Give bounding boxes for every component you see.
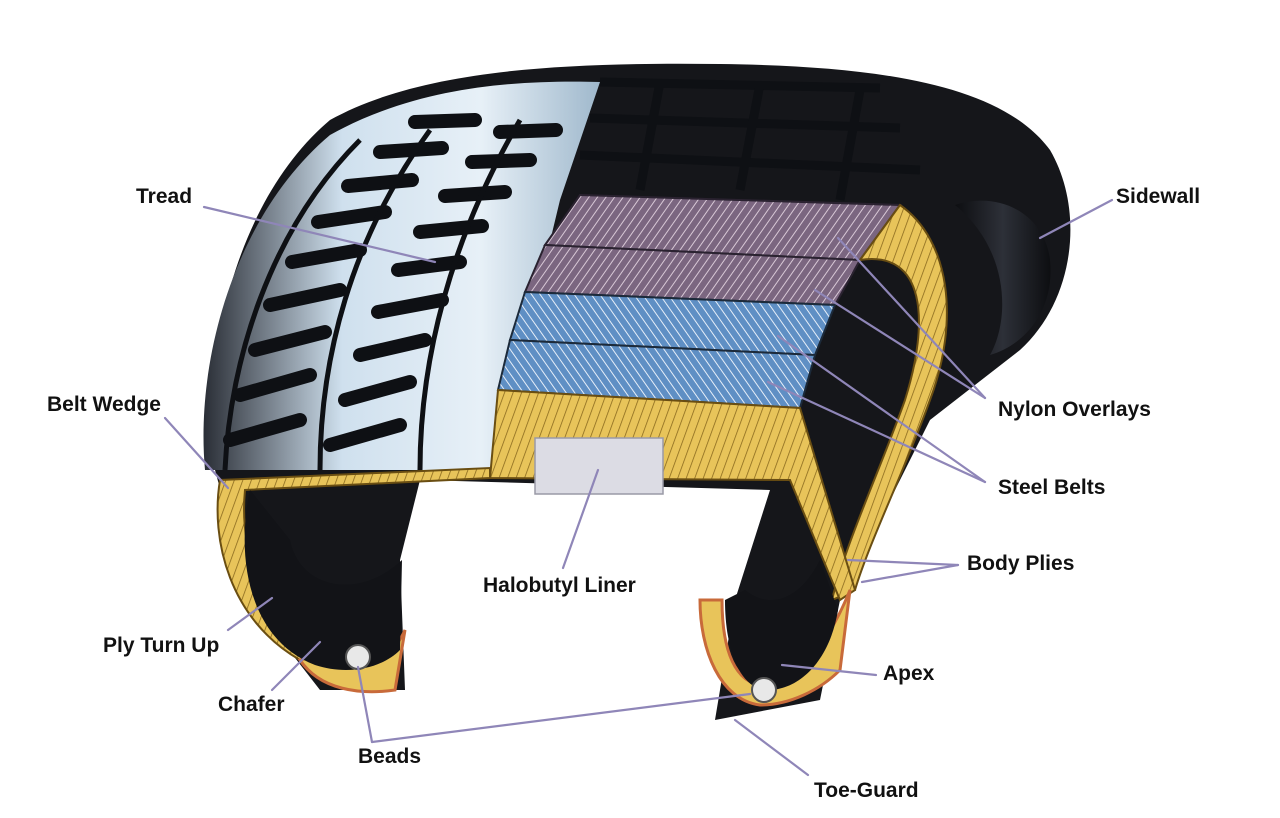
right-bead-wire <box>751 677 777 703</box>
label-steel-belts: Steel Belts <box>998 476 1106 499</box>
leader-body-plies-2 <box>860 563 960 584</box>
leader-tread <box>202 205 437 264</box>
label-nylon-overlays: Nylon Overlays <box>998 398 1151 421</box>
leader-sidewall <box>1038 198 1114 240</box>
inner-rubber <box>244 490 838 690</box>
label-sidewall: Sidewall <box>1116 185 1201 208</box>
label-apex: Apex <box>883 662 935 685</box>
tread-surface <box>203 77 921 471</box>
leader-steel-1 <box>776 334 987 484</box>
leader-chafer <box>270 640 322 692</box>
label-chafer: Chafer <box>218 693 285 716</box>
label-toe-guard: Toe-Guard <box>814 779 919 802</box>
label-beads: Beads <box>358 745 422 768</box>
leader-apex <box>780 663 878 677</box>
leader-belt-wedge <box>163 416 230 490</box>
leader-steel-2 <box>766 380 987 484</box>
label-tread: Tread <box>136 185 193 208</box>
leader-nylon-1 <box>836 236 987 400</box>
leader-lines <box>163 198 1114 777</box>
leader-nylon-2 <box>813 288 987 400</box>
leader-beads-left <box>356 665 374 744</box>
leader-ply-turn-up <box>226 596 274 632</box>
label-ply-turn-up: Ply Turn Up <box>103 634 220 657</box>
nylon-overlays-layer <box>523 193 902 307</box>
label-belt-wedge: Belt Wedge <box>47 393 161 416</box>
halobutyl-liner-panel <box>534 437 664 495</box>
steel-belts-layer <box>496 290 837 410</box>
left-bead-wire <box>345 644 371 670</box>
leader-halobutyl <box>561 468 600 570</box>
bead-wires <box>345 644 777 703</box>
leader-toe-guard <box>733 718 810 777</box>
leader-body-plies-1 <box>846 558 960 567</box>
label-body-plies: Body Plies <box>967 552 1075 575</box>
label-halobutyl-liner: Halobutyl Liner <box>483 574 636 597</box>
leader-beads-right <box>370 692 752 744</box>
